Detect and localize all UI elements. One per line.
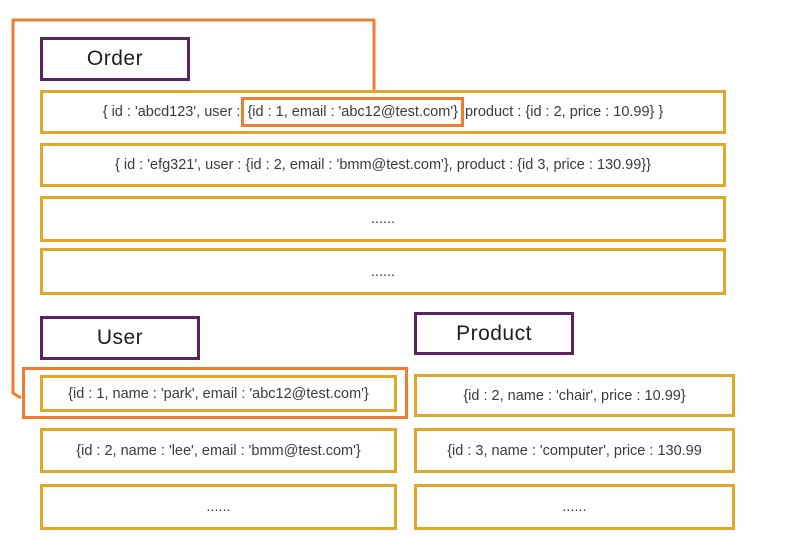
user-row3-ellipsis: ...... [206,499,231,515]
user-row1-text: {id : 1, name : 'park', email : 'abc12@t… [68,385,369,402]
order-collection-title-box: Order [40,37,190,81]
user-document-row-3: ...... [40,484,397,530]
order-collection-title: Order [86,47,144,70]
product-row1-text: {id : 2, name : 'chair', price : 10.99} [463,387,686,404]
user-collection-title-box: User [40,316,200,360]
product-row2-text: {id : 3, name : 'computer', price : 130.… [447,442,702,459]
product-document-row-1: {id : 2, name : 'chair', price : 10.99} [414,374,735,417]
user-row2-text: {id : 2, name : 'lee', email : 'bmm@test… [76,442,361,459]
user-collection-title: User [96,326,144,349]
order-document-row-4: ...... [40,248,726,295]
order-row1-user-ref: {id : 1, email : 'abc12@test.com'} [247,104,458,120]
order-row1-suffix: product : {id : 2, price : 10.99} } [464,104,664,120]
order-document-row-1: { id : 'abcd123', user : {id : 1, email … [40,90,726,134]
order-row1-prefix: { id : 'abcd123', user : [102,104,241,120]
user-row1-highlight-box [22,367,408,419]
product-row3-ellipsis: ...... [562,499,587,515]
user-document-row-1: {id : 1, name : 'park', email : 'abc12@t… [40,375,397,412]
product-document-row-2: {id : 3, name : 'computer', price : 130.… [414,428,735,473]
order-row4-ellipsis: ...... [370,263,396,280]
order-document-row-2: { id : 'efg321', user : {id : 2, email :… [40,143,726,187]
order-row1-user-ref-highlight-box: {id : 1, email : 'abc12@test.com'} [241,97,464,127]
order-document-row-3: ...... [40,196,726,242]
product-collection-title: Product [456,321,532,345]
product-collection-title-box: Product [414,312,574,355]
product-document-row-3: ...... [414,484,735,530]
user-document-row-2: {id : 2, name : 'lee', email : 'bmm@test… [40,428,397,473]
order-row2-text: { id : 'efg321', user : {id : 2, email :… [115,157,651,173]
order-row3-ellipsis: ...... [370,211,396,227]
